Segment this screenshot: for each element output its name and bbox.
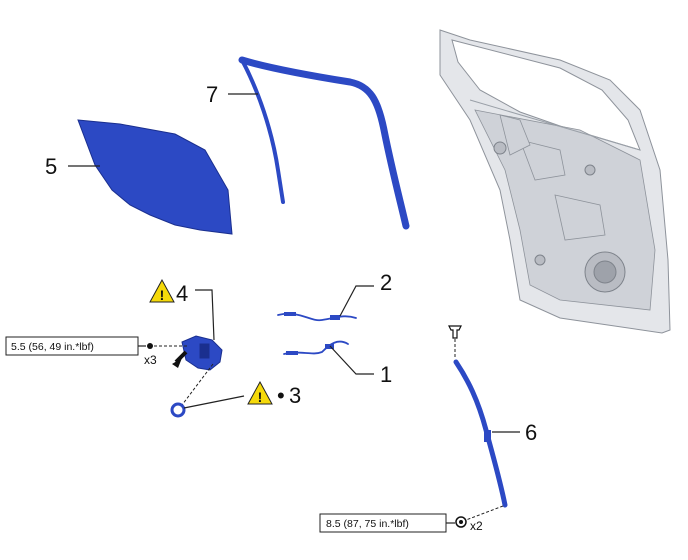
part-3-grommet: [170, 402, 186, 418]
callout-6: 6: [525, 420, 537, 445]
callout-4: 4: [176, 281, 188, 306]
bolt-icon-b: [455, 516, 467, 528]
part-5-door-glass: [77, 119, 233, 235]
part-1-cable: [283, 340, 349, 355]
rear-door-panel: [439, 29, 671, 334]
screw-icon-part-6: [448, 325, 462, 339]
torque-spec-b: 8.5 (87, 75 in.*lbf): [319, 513, 447, 533]
quantity-b: x2: [470, 519, 483, 533]
svg-text:8.5 (87, 75 in.*lbf): 8.5 (87, 75 in.*lbf): [326, 518, 409, 530]
callout-7: 7: [206, 82, 218, 107]
warning-icon-part-4: !: [149, 278, 175, 303]
part-6-division-bar: [453, 359, 508, 508]
callout-2: 2: [380, 270, 392, 295]
callout-1: 1: [380, 362, 392, 387]
callout-3: 3: [289, 383, 301, 408]
torque-spec-a: 5.5 (56, 49 in.*lbf): [5, 336, 139, 356]
part-2-cable: [277, 312, 357, 322]
bolt-icon-a: [147, 343, 153, 349]
quantity-a: x3: [144, 353, 157, 367]
callout-3-bullet: •: [277, 383, 285, 408]
callout-5: 5: [45, 154, 57, 179]
svg-text:!: !: [258, 389, 263, 405]
svg-text:5.5 (56, 49 in.*lbf): 5.5 (56, 49 in.*lbf): [11, 341, 94, 353]
svg-text:!: !: [160, 287, 165, 303]
part-7-run-channel: [238, 56, 410, 230]
warning-icon-part-3: !: [247, 380, 273, 405]
part-4-regulator-motor: [172, 335, 223, 371]
